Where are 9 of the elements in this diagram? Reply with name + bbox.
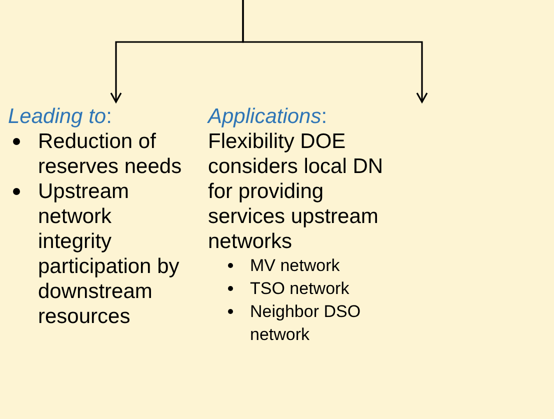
bullet-text: Upstream network integrity participation by downstream resources — [38, 180, 180, 328]
bullet-text: MV network — [250, 256, 340, 275]
heading: Applications: — [208, 104, 328, 129]
bullet-text: Neighbor DSO network — [250, 302, 361, 344]
arrow — [242, 0, 428, 103]
description-text: Flexibility DOE considers local DN for providing services upstream networks — [208, 129, 384, 254]
heading: Leading to: — [8, 104, 113, 129]
bullet-text: Reduction of reserves needs — [38, 130, 182, 178]
bullet-text: TSO network — [250, 279, 350, 298]
